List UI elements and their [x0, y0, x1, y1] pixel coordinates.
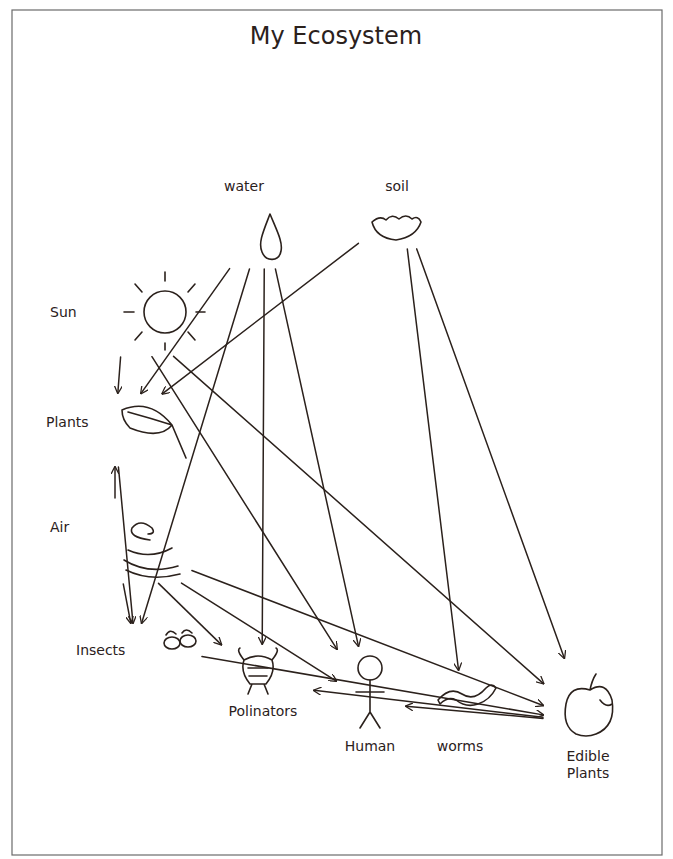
ecosystem-node: Polinators: [212, 646, 312, 723]
node-label: Sun: [48, 304, 79, 321]
node-label: worms: [435, 738, 485, 755]
flow-arrow: [314, 690, 543, 717]
flow-arrow: [142, 269, 250, 623]
node-label: Polinators: [227, 703, 300, 720]
ecosystem-node: Air: [40, 500, 190, 582]
sun-rays: [124, 272, 205, 350]
flow-arrow: [275, 269, 358, 646]
sun-disc: [144, 291, 186, 333]
flow-arrow: [159, 583, 222, 644]
page-frame: [12, 10, 662, 855]
node-label: water: [222, 178, 266, 195]
ecosystem-node: Human: [338, 648, 404, 758]
flow-arrow: [152, 357, 337, 649]
ecosystem-node: Insects: [70, 625, 200, 665]
ecosystem-node: worms: [428, 672, 500, 758]
icon-group: [122, 214, 613, 736]
apple-icon: [565, 674, 613, 736]
ecosystem-node: soil: [360, 172, 445, 247]
ecosystem-node: Plants: [40, 395, 190, 465]
flow-arrow: [407, 249, 458, 670]
node-label: Human: [343, 738, 398, 755]
node-label: Insects: [74, 642, 127, 659]
pollinator-icon: [239, 648, 278, 694]
flow-arrow: [406, 706, 543, 718]
flow-arrow: [118, 467, 133, 623]
insect-body: [164, 637, 180, 649]
insect-body: [180, 635, 196, 647]
node-label: Edible Plants: [557, 748, 619, 782]
plant-leaf: [122, 406, 186, 458]
ecosystem-node: Sun: [40, 270, 208, 355]
human-head: [358, 656, 382, 680]
ecosystem-node: Edible Plants: [545, 660, 630, 785]
ecosystem-node: water: [219, 172, 310, 267]
insect-wings: [166, 630, 192, 635]
node-label: Plants: [44, 414, 91, 431]
flow-arrow: [114, 467, 116, 498]
soil-mound: [372, 216, 421, 240]
diagram-title: My Ecosystem: [247, 22, 425, 50]
air-swirl: [124, 523, 180, 577]
water-drop: [261, 214, 282, 259]
node-label: soil: [383, 178, 411, 195]
flow-arrow: [141, 269, 230, 394]
flow-arrow: [118, 357, 121, 393]
flow-arrow: [162, 243, 358, 393]
flow-arrow: [417, 249, 565, 658]
node-label: Air: [48, 519, 71, 536]
flow-arrow: [262, 269, 264, 644]
